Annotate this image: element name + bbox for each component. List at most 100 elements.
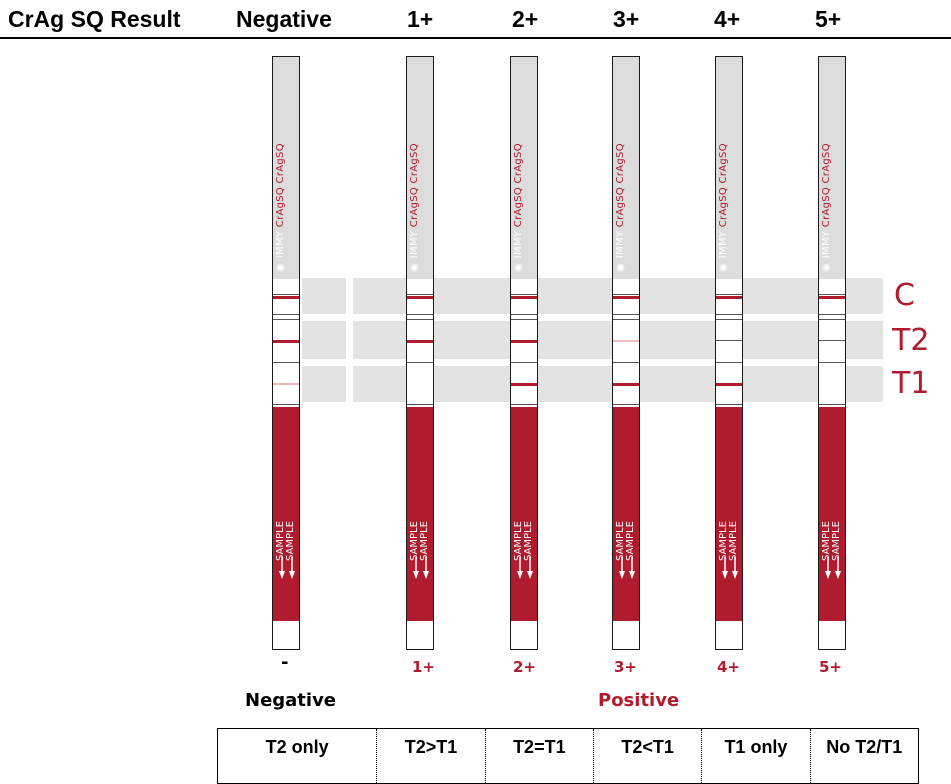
strip-brand-text: ◉ IMMY CrAgSQ CrAgSQ (275, 61, 296, 273)
strip-segment-divider (716, 294, 742, 295)
strip-segment-divider (819, 294, 845, 295)
strip-brand-name: ◉ IMMY (513, 227, 524, 273)
table-cell-t2-lt-t1: T2<T1 (592, 728, 703, 784)
strip-segment-divider (511, 404, 537, 405)
test-strip: ◉ IMMY CrAgSQ CrAgSQ SAMPLE SAMPLE (612, 56, 640, 650)
strip-handle: ◉ IMMY CrAgSQ CrAgSQ (407, 57, 433, 279)
strip-segment-divider (716, 340, 742, 341)
band-t2-left (302, 321, 346, 359)
strip-sample-text: SAMPLE SAMPLE (409, 521, 430, 561)
strip-segment-divider (613, 319, 639, 320)
strip-product-name: CrAgSQ CrAgSQ (409, 143, 420, 228)
strip-brand-text: ◉ IMMY CrAgSQ CrAgSQ (615, 61, 636, 273)
strip-line-t1 (716, 383, 742, 386)
strip-sample-pad: SAMPLE SAMPLE (716, 407, 742, 623)
strip-brand-name: ◉ IMMY (615, 227, 626, 273)
strip-segment-divider (613, 362, 639, 363)
header-col-4plus: 4+ (714, 6, 741, 32)
header-title: CrAg SQ Result (8, 6, 181, 32)
strip-product-name: CrAgSQ CrAgSQ (513, 143, 524, 228)
band-t1-left (302, 366, 346, 402)
strip-brand-name: ◉ IMMY (718, 227, 729, 273)
strip-segment-divider (407, 404, 433, 405)
strip-segment-divider (819, 340, 845, 341)
strip-line-t2 (511, 340, 537, 343)
negative-label: Negative (245, 690, 337, 711)
test-strip: ◉ IMMY CrAgSQ CrAgSQ SAMPLE SAMPLE (715, 56, 743, 650)
table-cell-t2-eq-t1: T2=T1 (484, 728, 594, 784)
strip-tip (613, 621, 639, 649)
strip-sample-text: SAMPLE SAMPLE (275, 521, 296, 561)
strip-handle: ◉ IMMY CrAgSQ CrAgSQ (511, 57, 537, 279)
strip-brand-text: ◉ IMMY CrAgSQ CrAgSQ (718, 61, 739, 273)
strip-line-t1 (613, 383, 639, 386)
strip-sample-text: SAMPLE SAMPLE (718, 521, 739, 561)
strip-line-c (273, 296, 299, 299)
down-arrow-icon (825, 557, 841, 579)
strip-segment-divider (273, 294, 299, 295)
strip-line-t1 (511, 383, 537, 386)
strip-segment-divider (407, 362, 433, 363)
table-cell-t2-gt-t1: T2>T1 (376, 728, 486, 784)
strip-brand-text: ◉ IMMY CrAgSQ CrAgSQ (513, 61, 534, 273)
strip-product-name: CrAgSQ CrAgSQ (718, 143, 729, 228)
strip-segment-divider (511, 314, 537, 315)
strip-segment-divider (716, 314, 742, 315)
strip-segment-divider (407, 294, 433, 295)
strip-sample-pad: SAMPLE SAMPLE (273, 407, 299, 623)
table-cell-t1-only: T1 only (701, 728, 811, 784)
strip-handle: ◉ IMMY CrAgSQ CrAgSQ (819, 57, 845, 279)
strip-brand-text: ◉ IMMY CrAgSQ CrAgSQ (409, 61, 430, 273)
strip-sample-text: SAMPLE SAMPLE (513, 521, 534, 561)
strip-segment-divider (273, 404, 299, 405)
strip-tip (407, 621, 433, 649)
down-arrow-icon (279, 557, 295, 579)
strip-line-t2 (407, 340, 433, 343)
strip-segment-divider (819, 404, 845, 405)
strip-sample-pad: SAMPLE SAMPLE (819, 407, 845, 623)
strip-grade-label: 3+ (614, 658, 638, 676)
strip-line-c (716, 296, 742, 299)
table-cell-no-t2-t1: No T2/T1 (809, 728, 920, 784)
band-c-left (302, 278, 346, 314)
strip-line-c (819, 296, 845, 299)
result-header: CrAg SQ Result Negative 1+ 2+ 3+ 4+ 5+ (0, 0, 951, 39)
table-row: T2 only T2>T1 T2=T1 T2<T1 T1 only No T2/… (216, 728, 920, 784)
strip-line-c (511, 296, 537, 299)
strip-segment-divider (613, 314, 639, 315)
header-col-3plus: 3+ (613, 6, 640, 32)
strip-tip (716, 621, 742, 649)
strip-product-name: CrAgSQ CrAgSQ (615, 143, 626, 228)
strip-tip (511, 621, 537, 649)
interpretation-table: T2 only T2>T1 T2=T1 T2<T1 T1 only No T2/… (216, 728, 920, 784)
strip-sample-pad: SAMPLE SAMPLE (613, 407, 639, 623)
strip-grade-label: - (281, 652, 289, 673)
strip-tip (273, 621, 299, 649)
strip-sample-pad: SAMPLE SAMPLE (407, 407, 433, 623)
strip-handle: ◉ IMMY CrAgSQ CrAgSQ (613, 57, 639, 279)
strip-segment-divider (511, 362, 537, 363)
header-col-negative: Negative (236, 6, 332, 32)
strip-product-name: CrAgSQ CrAgSQ (821, 143, 832, 228)
header-col-2plus: 2+ (512, 6, 539, 32)
strip-segment-divider (407, 314, 433, 315)
strip-handle: ◉ IMMY CrAgSQ CrAgSQ (273, 57, 299, 279)
strip-brand-name: ◉ IMMY (821, 227, 832, 273)
down-arrow-icon (413, 557, 429, 579)
down-arrow-icon (722, 557, 738, 579)
test-strip: ◉ IMMY CrAgSQ CrAgSQ SAMPLE SAMPLE (272, 56, 300, 650)
test-strip: ◉ IMMY CrAgSQ CrAgSQ SAMPLE SAMPLE (818, 56, 846, 650)
down-arrow-icon (517, 557, 533, 579)
zone-label-t1: T1 (892, 366, 930, 401)
strip-brand-name: ◉ IMMY (275, 227, 286, 273)
strip-segment-divider (273, 314, 299, 315)
strip-sample-text: SAMPLE SAMPLE (615, 521, 636, 561)
strip-segment-divider (819, 319, 845, 320)
header-col-5plus: 5+ (815, 6, 842, 32)
strip-segment-divider (613, 294, 639, 295)
strip-segment-divider (407, 319, 433, 320)
strip-product-name: CrAgSQ CrAgSQ (275, 143, 286, 228)
strip-tip (819, 621, 845, 649)
strip-segment-divider (716, 362, 742, 363)
strip-segment-divider (716, 404, 742, 405)
